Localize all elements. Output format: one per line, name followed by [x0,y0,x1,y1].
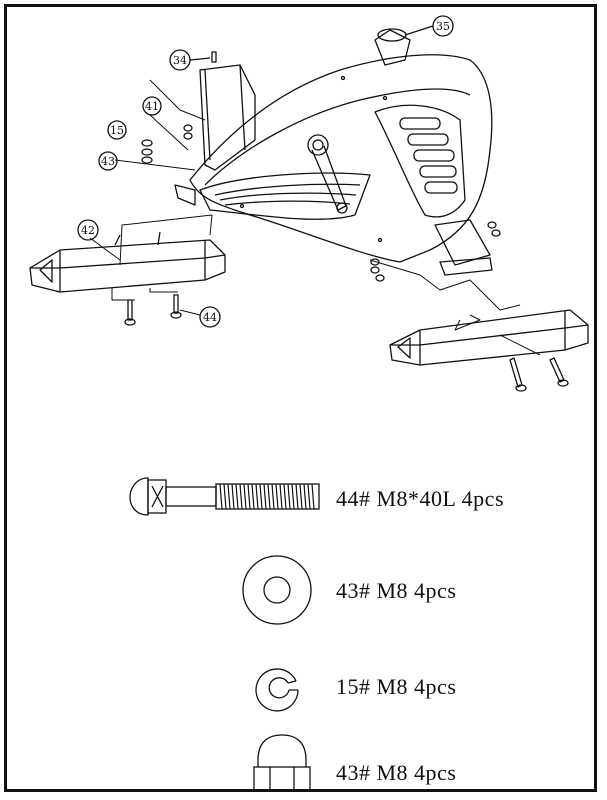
callout-circles [77,15,454,328]
callout-35: 35 [436,20,450,33]
callout-42: 42 [81,224,95,237]
callout-34: 34 [173,54,187,67]
carriage-bolt-icon [129,477,320,516]
part-label-acorn-nut: 43# M8 4pcs [336,760,457,785]
callout-43: 43 [101,155,115,168]
stabilizer-bolts [124,294,569,392]
part-label-carriage-bolt: 44# M8*40L 4pcs [336,486,505,511]
split-lock-washer-icon [255,668,299,712]
small-hardware [141,51,501,282]
callout-41: 41 [145,100,159,113]
assembly-guide-lines [89,79,541,356]
callout-15: 15 [110,124,124,137]
acorn-nut-icon [253,734,311,791]
flat-washer-icon [242,555,312,625]
part-label-lock-washer: 15# M8 4pcs [336,674,457,699]
page-frame [4,4,597,792]
bolt-thread [219,483,315,510]
callout-44: 44 [203,311,217,324]
rear-stabilizer-drawing [389,309,589,366]
front-stabilizer-drawing [29,184,226,293]
bike-body-drawing [189,28,493,276]
part-label-flat-washer: 43# M8 4pcs [336,578,457,603]
